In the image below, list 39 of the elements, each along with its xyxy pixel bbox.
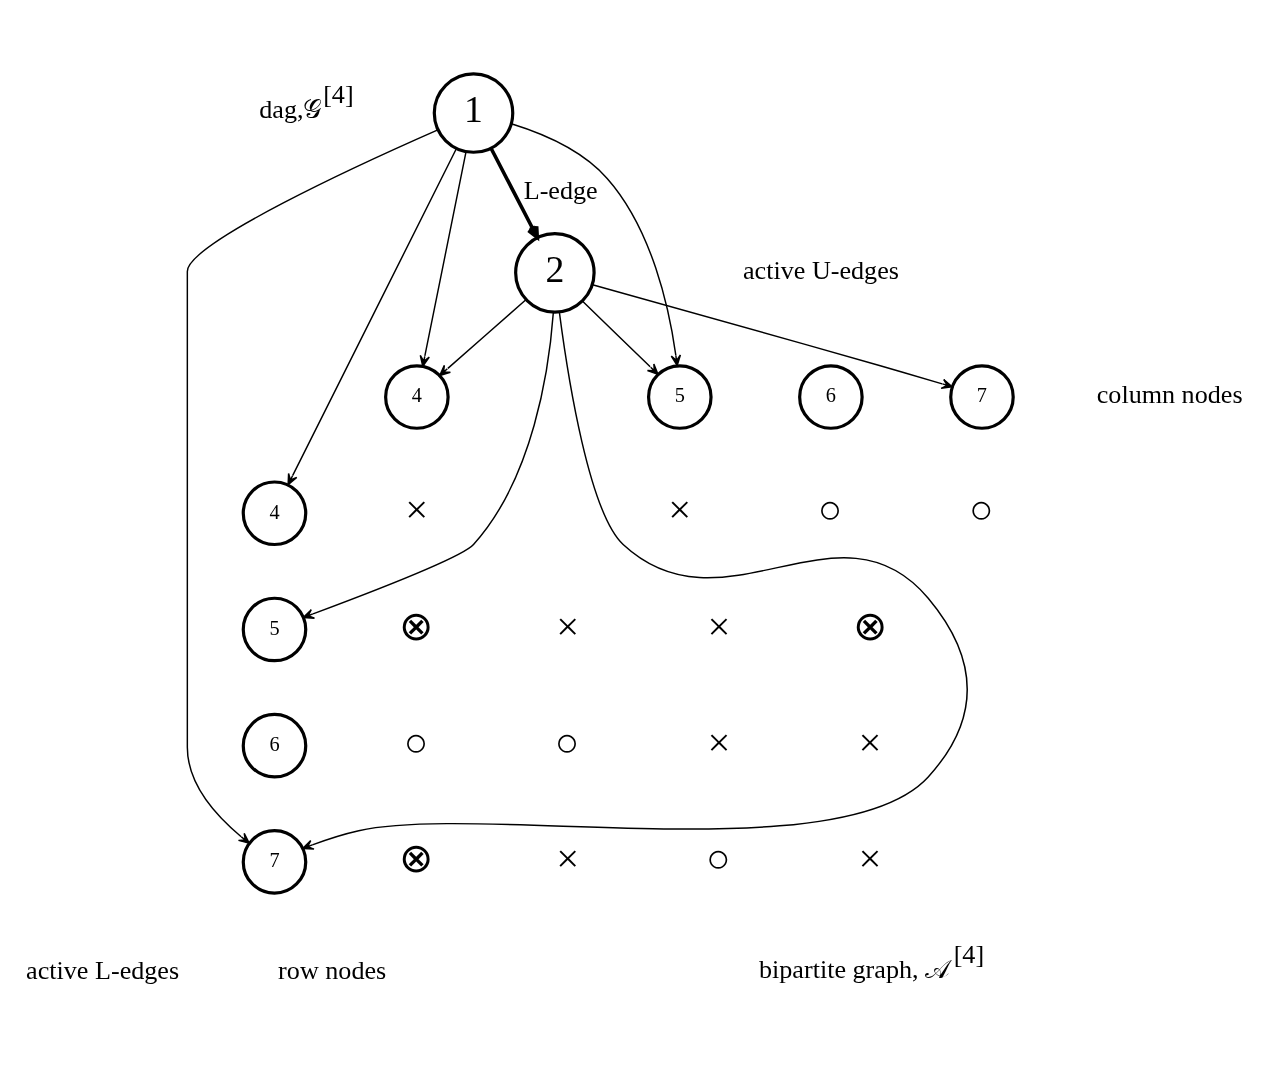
arrow [302,310,969,850]
arrow [186,128,439,844]
label: ○ [403,719,429,765]
label: ⊗ [852,603,887,648]
node-circle: 5 [241,596,308,662]
label: × [707,719,731,765]
label: active L-edges [26,955,180,985]
label: ○ [705,835,731,881]
label: ⊗ [399,603,434,648]
label: × [858,719,882,765]
arrow [419,150,467,367]
node-circle: 2 [514,231,596,314]
label: × [668,486,692,532]
edge-label: L-edge [523,175,598,205]
label: × [556,835,580,881]
label: ○ [554,719,580,765]
node-circle: 4 [241,479,308,546]
label: ⊗ [399,835,434,881]
label: × [858,835,882,881]
label: column nodes [1096,379,1243,409]
arrow [287,147,457,485]
label: × [405,486,429,532]
label: × [707,603,731,648]
arrow [489,147,540,239]
arrow [581,299,659,375]
label: row nodes [278,955,387,985]
node-circle: 1 [432,71,515,154]
node-circle: 6 [798,363,864,430]
arrow [591,283,953,389]
arrow [439,298,527,376]
arrow [510,122,682,366]
node-circle: 7 [949,363,1015,430]
label: ○ [817,486,843,532]
node-circle: 6 [241,712,308,778]
label: ○ [968,486,994,532]
label: × [556,603,580,648]
node-circle: 7 [241,828,308,895]
arrow [302,311,555,619]
label: active U-edges [743,255,899,285]
